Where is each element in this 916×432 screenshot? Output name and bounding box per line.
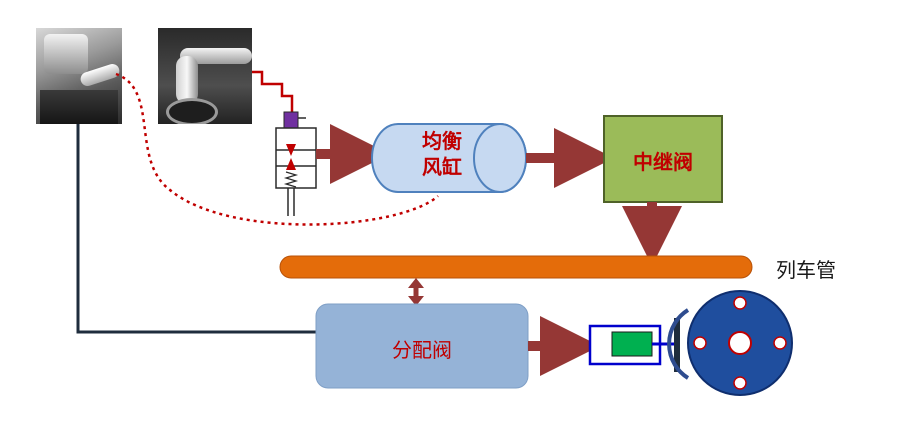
brake-handle-cap — [44, 34, 88, 74]
relay-valve-box — [603, 115, 723, 203]
valve-photo — [158, 28, 252, 124]
control-line — [76, 124, 318, 334]
equalizing-reservoir-label: 均衡 风缸 — [396, 128, 488, 180]
equalizing-reservoir — [371, 123, 527, 193]
equalizing-reservoir-label-line1: 均衡 — [422, 129, 462, 153]
valve-symbol — [275, 111, 317, 216]
brake-wheel-icon — [687, 290, 793, 396]
valve-photo-ring — [166, 98, 218, 124]
brake-cylinder — [588, 308, 690, 380]
brake-pipe-label: 列车管 — [776, 258, 836, 282]
brake-handle-base — [40, 90, 118, 124]
dotted-pipe — [115, 72, 439, 226]
valve-photo-elbow — [176, 56, 198, 104]
brake-handle-photo — [36, 28, 122, 124]
relay-valve-label: 中继阀 — [633, 150, 693, 174]
valve-photo-pipe — [180, 48, 252, 64]
arrow-pipe-distributing-valve — [408, 278, 424, 306]
equalizing-reservoir-label-line2: 风缸 — [422, 155, 462, 179]
distributing-valve-label: 分配阀 — [392, 338, 452, 362]
brake-pipe — [279, 255, 753, 279]
valve-signal-line — [252, 70, 294, 116]
